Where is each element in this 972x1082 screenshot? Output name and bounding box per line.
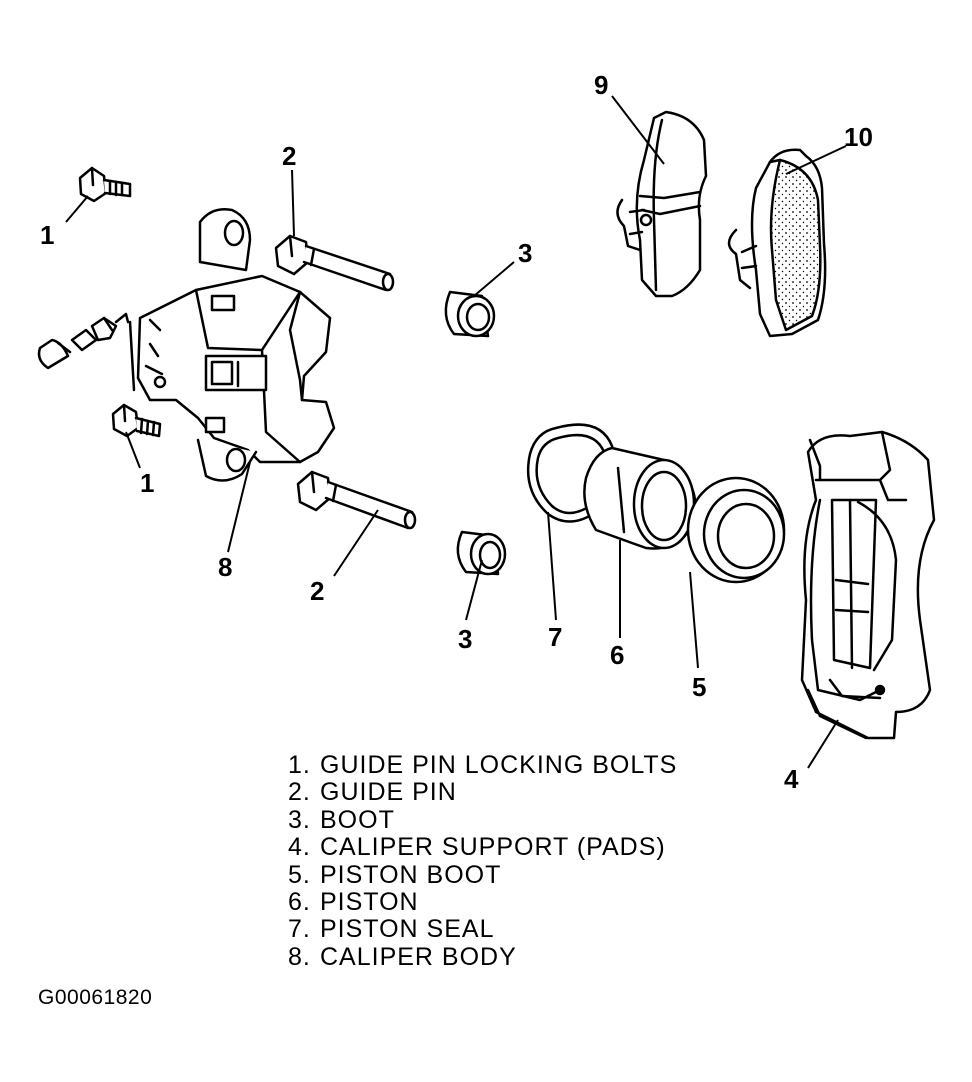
callout-8: 8: [218, 552, 232, 582]
piston-boot: [686, 476, 786, 584]
legend-label: CALIPER BODY: [320, 942, 517, 971]
callout-5: 5: [692, 672, 706, 702]
legend-label: GUIDE PIN: [320, 778, 457, 807]
legend-number: 2.: [288, 778, 311, 807]
legend-number: 7.: [288, 915, 311, 944]
legend-label: PISTON: [320, 888, 419, 917]
legend-item: 3. BOOT: [288, 805, 677, 834]
legend-item: 6. PISTON: [288, 888, 677, 917]
callout-3-lower: 3: [458, 624, 472, 654]
callout-7: 7: [548, 622, 562, 652]
callout-10: 10: [844, 122, 873, 152]
brake-pad-outer: [727, 148, 827, 338]
legend-label: BOOT: [320, 805, 395, 834]
leader-lines: [65, 95, 847, 769]
boot-upper: [444, 290, 496, 338]
boot-lower: [456, 530, 507, 576]
legend-label: PISTON SEAL: [320, 915, 495, 944]
callout-labels: 1 1 2 2 3 3 4 5 6 7 8 9 10: [40, 70, 873, 794]
legend-number: 6.: [288, 888, 311, 917]
legend-item: 7. PISTON SEAL: [288, 915, 677, 944]
callout-4: 4: [784, 764, 799, 794]
caliper-support: [800, 430, 936, 740]
legend-number: 3.: [288, 805, 311, 834]
guide-pin-locking-bolt-lower: [111, 403, 162, 438]
figure-id: G00061820: [38, 986, 153, 1009]
legend-number: 8.: [288, 942, 311, 971]
legend-label: CALIPER SUPPORT (PADS): [320, 833, 666, 862]
parts-legend: 1. GUIDE PIN LOCKING BOLTS 2. GUIDE PIN 3.…: [288, 751, 678, 971]
legend-item: 8. CALIPER BODY: [288, 942, 677, 971]
legend-item: 5. PISTON BOOT: [288, 860, 677, 889]
piston: [583, 446, 697, 550]
callout-6: 6: [610, 640, 624, 670]
callout-2-lower: 2: [310, 576, 324, 606]
callout-2-upper: 2: [282, 141, 296, 171]
callout-3-upper: 3: [518, 238, 532, 268]
callout-1-lower: 1: [140, 468, 154, 498]
legend-label: GUIDE PIN LOCKING BOLTS: [320, 751, 678, 779]
legend-item: 4. CALIPER SUPPORT (PADS): [288, 833, 677, 862]
legend-number: 4.: [288, 833, 311, 862]
guide-pin-lower: [296, 470, 417, 530]
guide-pin-locking-bolt-upper: [78, 166, 132, 203]
legend-number: 1.: [288, 751, 311, 779]
callout-1-upper: 1: [40, 220, 54, 250]
caliper-body: [128, 208, 336, 482]
legend-item: 2. GUIDE PIN: [288, 778, 677, 807]
bleeder-screw: [37, 312, 130, 370]
brake-pad-inner: [616, 110, 708, 298]
legend-number: 5.: [288, 860, 311, 889]
callout-9: 9: [594, 70, 608, 100]
legend-item: 1. GUIDE PIN LOCKING BOLTS: [288, 751, 678, 779]
legend-label: PISTON BOOT: [320, 860, 502, 889]
guide-pin-upper: [274, 234, 395, 292]
